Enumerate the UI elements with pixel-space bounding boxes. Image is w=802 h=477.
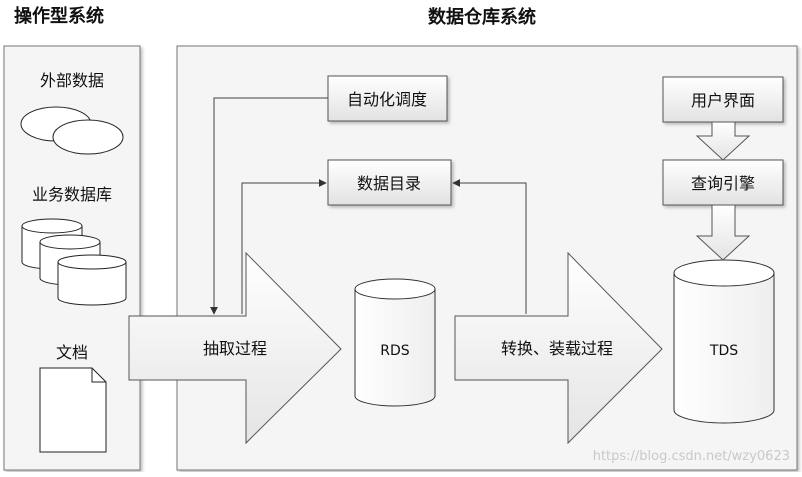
operational-system-title: 操作型系统 <box>14 5 104 27</box>
external-data-icon <box>20 106 124 155</box>
catalog-box <box>327 159 452 206</box>
documents-label: 文档 <box>56 343 88 362</box>
watermark: https://blog.csdn.net/wzy0623 <box>593 449 790 464</box>
scheduler-box <box>327 75 448 122</box>
user-interface-label: 用户界面 <box>691 91 755 110</box>
query-to-tds-arrow <box>695 204 751 261</box>
transform-load-arrow <box>454 251 663 445</box>
transform-load-label: 转换、装载过程 <box>501 339 613 358</box>
rds-cylinder <box>354 278 436 407</box>
extract-process-label: 抽取过程 <box>203 339 267 358</box>
catalog-label: 数据目录 <box>357 174 421 193</box>
tds-cylinder <box>673 259 775 424</box>
document-icon <box>39 367 107 453</box>
business-database-icon <box>21 218 127 306</box>
rds-label: RDS <box>380 343 410 359</box>
query-engine-box <box>662 159 784 206</box>
scheduler-to-extract-connector <box>210 97 328 315</box>
tds-label: TDS <box>709 343 738 359</box>
data-warehouse-title: 数据仓库系统 <box>428 6 536 28</box>
business-database-label: 业务数据库 <box>32 185 112 204</box>
extract-to-catalog-connector <box>241 179 327 314</box>
document-corner <box>91 368 106 383</box>
transform-to-catalog-connector <box>452 179 527 314</box>
ui-to-query-arrow <box>695 121 751 161</box>
scheduler-label: 自动化调度 <box>347 90 427 109</box>
extract-arrow <box>128 251 342 445</box>
external-data-label: 外部数据 <box>40 71 104 90</box>
query-engine-label: 查询引擎 <box>691 174 755 193</box>
user-interface-box <box>662 76 784 123</box>
